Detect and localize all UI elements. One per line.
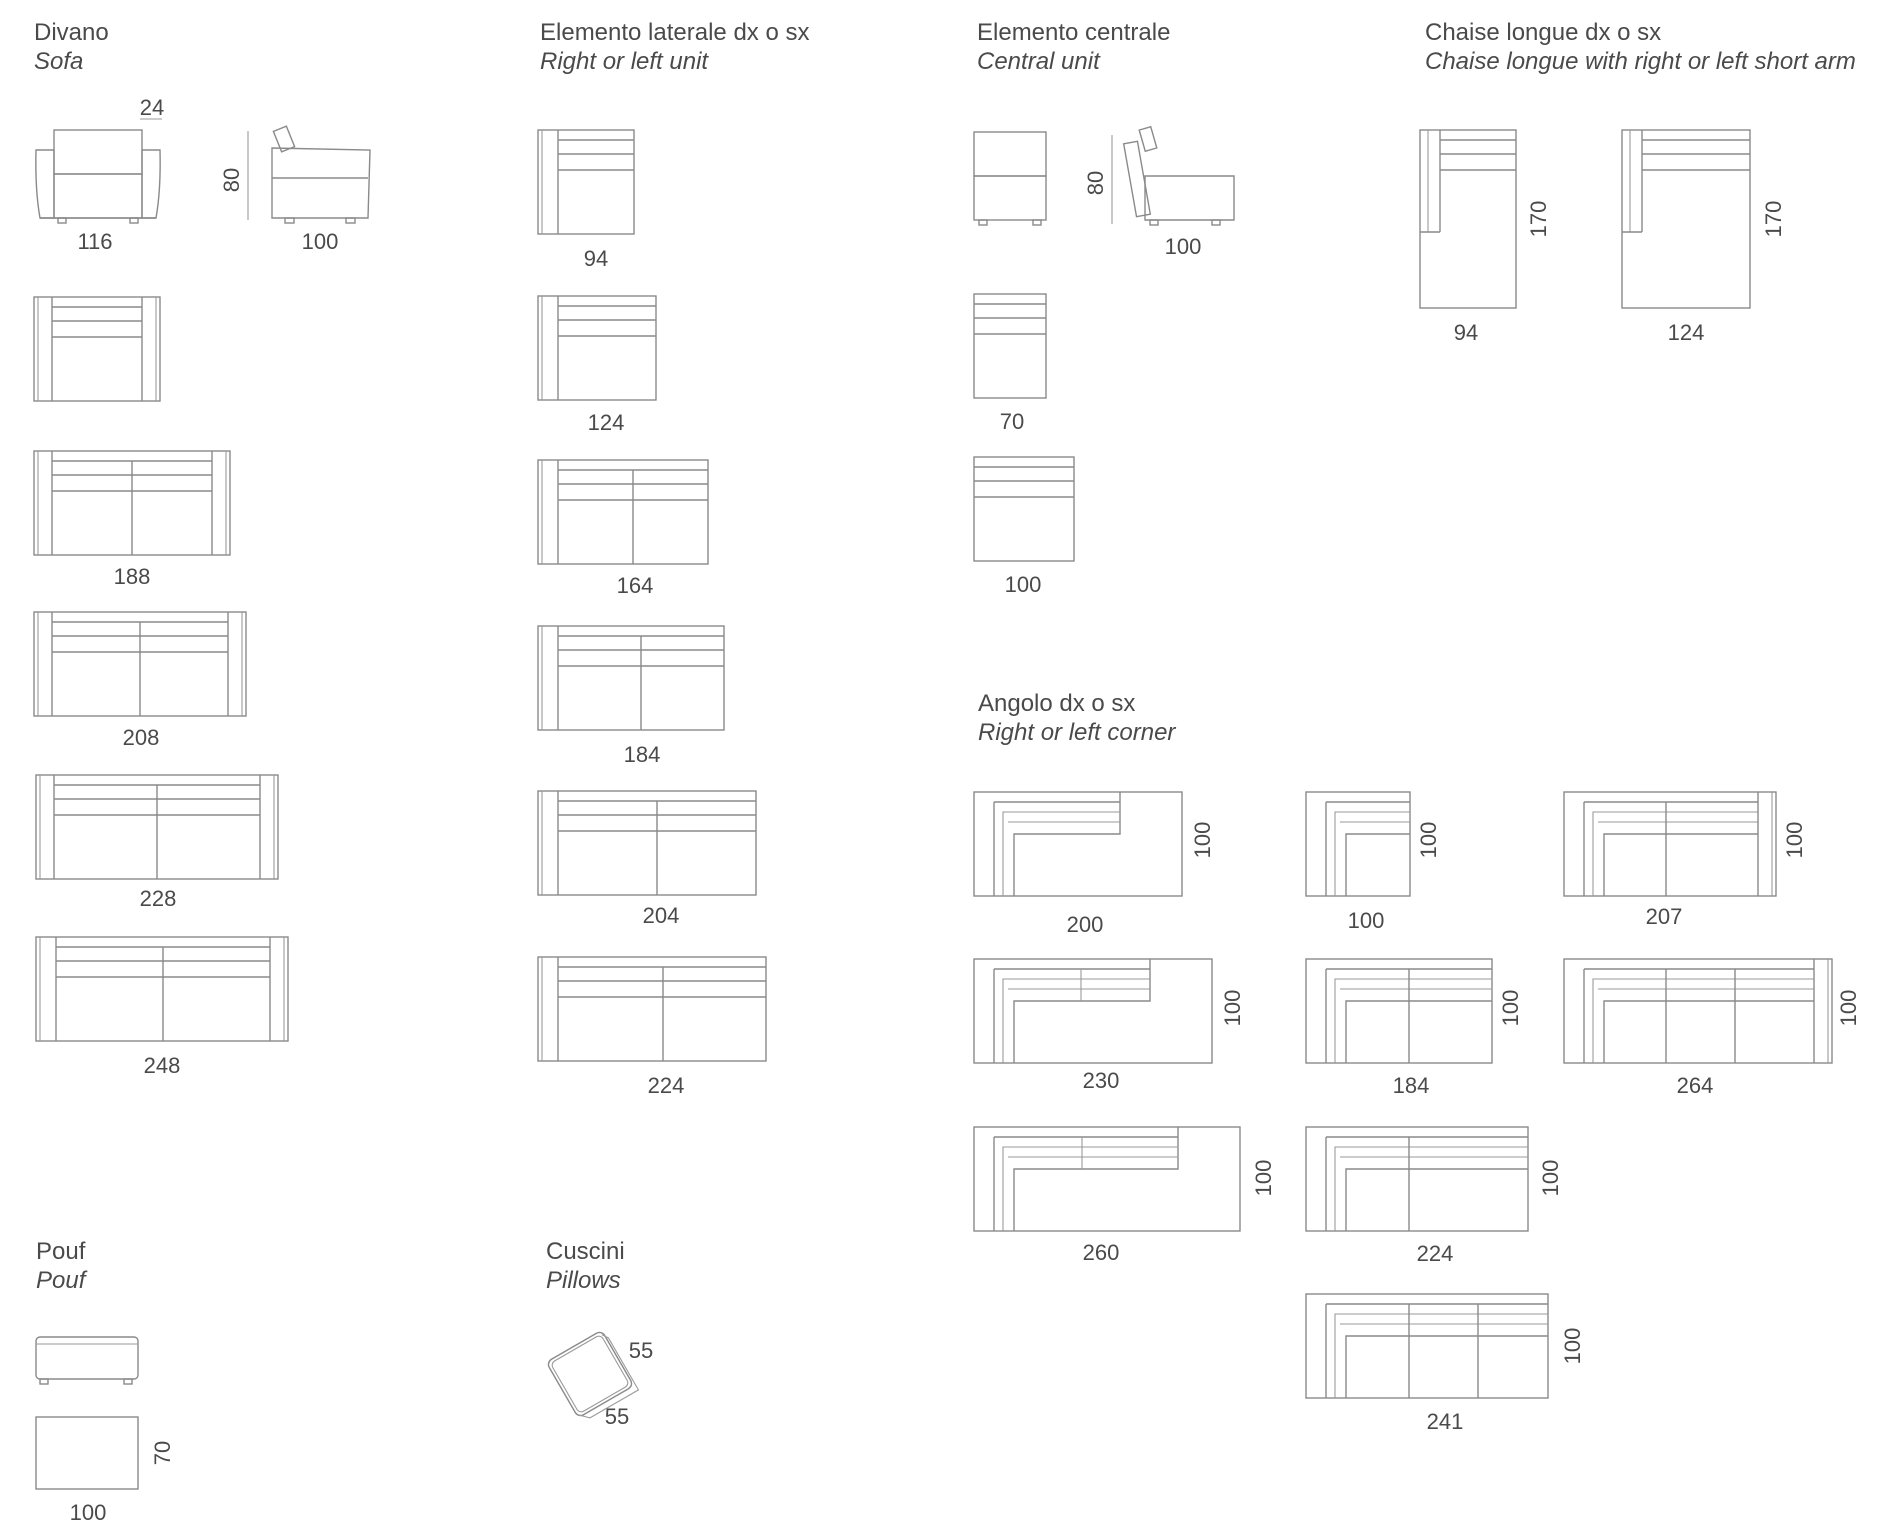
sofa-arm-depth-label: 24 bbox=[140, 95, 164, 120]
corner-plan-184 bbox=[1305, 958, 1493, 1064]
sofa-height-label: 80 bbox=[219, 168, 244, 192]
pillow-height-label: 55 bbox=[605, 1404, 629, 1429]
side-width-94-label: 94 bbox=[584, 246, 608, 271]
corner-plan-260 bbox=[973, 1126, 1241, 1232]
sofa-subtitle: Sofa bbox=[34, 48, 83, 75]
side-unit-title: Elemento laterale dx o sx bbox=[540, 19, 809, 46]
corner-depth-264-label: 100 bbox=[1836, 990, 1861, 1027]
sofa-armchair-plan bbox=[33, 296, 161, 402]
side-unit-plan-124 bbox=[537, 295, 657, 401]
side-unit-plan-184 bbox=[537, 625, 725, 731]
corner-depth-241-label: 100 bbox=[1560, 1328, 1585, 1365]
sofa-front-width-label: 116 bbox=[77, 229, 112, 254]
central-side-depth-label: 100 bbox=[1165, 234, 1202, 259]
pillow-width-label: 55 bbox=[629, 1338, 653, 1363]
central-unit-heading: Elemento centrale Central unit bbox=[977, 19, 1170, 75]
corner-width-241-label: 241 bbox=[1427, 1409, 1464, 1434]
sofa-width-208-label: 208 bbox=[123, 725, 160, 750]
sofa-side-view bbox=[247, 125, 371, 224]
pillows-title: Cuscini bbox=[546, 1238, 625, 1265]
pouf-title: Pouf bbox=[36, 1238, 86, 1265]
corner-plan-100 bbox=[1305, 791, 1411, 897]
corner-width-184-label: 184 bbox=[1393, 1073, 1430, 1098]
corner-width-260-label: 260 bbox=[1083, 1240, 1120, 1265]
central-unit-title: Elemento centrale bbox=[977, 19, 1170, 46]
corner-width-224-label: 224 bbox=[1417, 1241, 1454, 1266]
corner-subtitle: Right or left corner bbox=[978, 719, 1176, 746]
pouf-depth-label: 70 bbox=[150, 1441, 175, 1465]
chaise-width-124-label: 124 bbox=[1668, 320, 1705, 345]
side-unit-plan-224 bbox=[537, 956, 767, 1062]
sofa-plan-188 bbox=[33, 450, 231, 556]
corner-width-207-label: 207 bbox=[1646, 904, 1683, 929]
chaise-width-94-label: 94 bbox=[1454, 320, 1478, 345]
sofa-width-248-label: 248 bbox=[144, 1053, 181, 1078]
corner-width-200-label: 200 bbox=[1067, 912, 1104, 937]
corner-depth-100-label: 100 bbox=[1416, 822, 1441, 859]
central-width-70-label: 70 bbox=[1000, 409, 1024, 434]
sofa-front-view bbox=[35, 118, 162, 224]
side-width-184-label: 184 bbox=[624, 742, 661, 767]
central-side-view bbox=[1111, 125, 1235, 226]
side-unit-plan-204 bbox=[537, 790, 757, 896]
corner-plan-230 bbox=[973, 958, 1213, 1064]
corner-width-100-label: 100 bbox=[1348, 908, 1385, 933]
sofa-side-depth-label: 100 bbox=[302, 229, 339, 254]
corner-title: Angolo dx o sx bbox=[978, 690, 1135, 717]
central-plan-70 bbox=[973, 293, 1047, 399]
chaise-longue-title: Chaise longue dx o sx bbox=[1425, 19, 1661, 46]
pouf-heading: Pouf Pouf bbox=[36, 1238, 88, 1294]
side-unit-plan-164 bbox=[537, 459, 709, 565]
sofa-plan-228 bbox=[35, 774, 279, 880]
corner-depth-260-label: 100 bbox=[1251, 1160, 1276, 1197]
corner-heading: Angolo dx o sx Right or left corner bbox=[978, 690, 1176, 746]
pouf-plan bbox=[35, 1416, 139, 1490]
sofa-width-228-label: 228 bbox=[140, 886, 177, 911]
pouf-subtitle: Pouf bbox=[36, 1267, 88, 1294]
corner-depth-230-label: 100 bbox=[1220, 990, 1245, 1027]
corner-width-230-label: 230 bbox=[1083, 1068, 1120, 1093]
central-front-view bbox=[973, 131, 1047, 226]
side-unit-plan-94 bbox=[537, 129, 635, 235]
corner-depth-207-label: 100 bbox=[1782, 822, 1807, 859]
corner-depth-184-label: 100 bbox=[1498, 990, 1523, 1027]
corner-plan-241 bbox=[1305, 1293, 1549, 1399]
side-width-164-label: 164 bbox=[617, 573, 654, 598]
chaise-depth-label-2: 170 bbox=[1761, 201, 1786, 238]
pillows-heading: Cuscini Pillows bbox=[546, 1238, 625, 1294]
corner-plan-207 bbox=[1563, 791, 1777, 897]
central-plan-100 bbox=[973, 456, 1075, 562]
side-width-124-label: 124 bbox=[588, 410, 625, 435]
corner-depth-200-label: 100 bbox=[1190, 822, 1215, 859]
pillows-subtitle: Pillows bbox=[546, 1267, 621, 1294]
central-width-100-label: 100 bbox=[1005, 572, 1042, 597]
chaise-plan-94 bbox=[1419, 129, 1517, 309]
corner-plan-264 bbox=[1563, 958, 1833, 1064]
side-unit-heading: Elemento laterale dx o sx Right or left … bbox=[540, 19, 809, 75]
pillow-drawing bbox=[547, 1331, 640, 1419]
corner-depth-224-label: 100 bbox=[1538, 1160, 1563, 1197]
sofa-plan-248 bbox=[35, 936, 289, 1042]
chaise-longue-subtitle: Chaise longue with right or left short a… bbox=[1425, 48, 1856, 75]
central-height-label: 80 bbox=[1083, 171, 1108, 195]
corner-plan-200 bbox=[973, 791, 1183, 897]
sofa-plan-208 bbox=[33, 611, 247, 717]
pouf-front-view bbox=[35, 1336, 139, 1385]
chaise-plan-124 bbox=[1621, 129, 1751, 309]
side-width-224-label: 224 bbox=[648, 1073, 685, 1098]
sofa-title: Divano bbox=[34, 19, 109, 46]
corner-width-264-label: 264 bbox=[1677, 1073, 1714, 1098]
side-unit-subtitle: Right or left unit bbox=[540, 48, 709, 75]
pouf-width-label: 100 bbox=[70, 1500, 107, 1525]
central-unit-subtitle: Central unit bbox=[977, 48, 1101, 75]
sofa-heading: Divano Sofa bbox=[34, 19, 109, 75]
chaise-depth-label-1: 170 bbox=[1526, 201, 1551, 238]
sofa-width-188-label: 188 bbox=[114, 564, 151, 589]
corner-plan-224 bbox=[1305, 1126, 1529, 1232]
chaise-longue-heading: Chaise longue dx o sx Chaise longue with… bbox=[1425, 19, 1856, 75]
side-width-204-label: 204 bbox=[643, 903, 680, 928]
